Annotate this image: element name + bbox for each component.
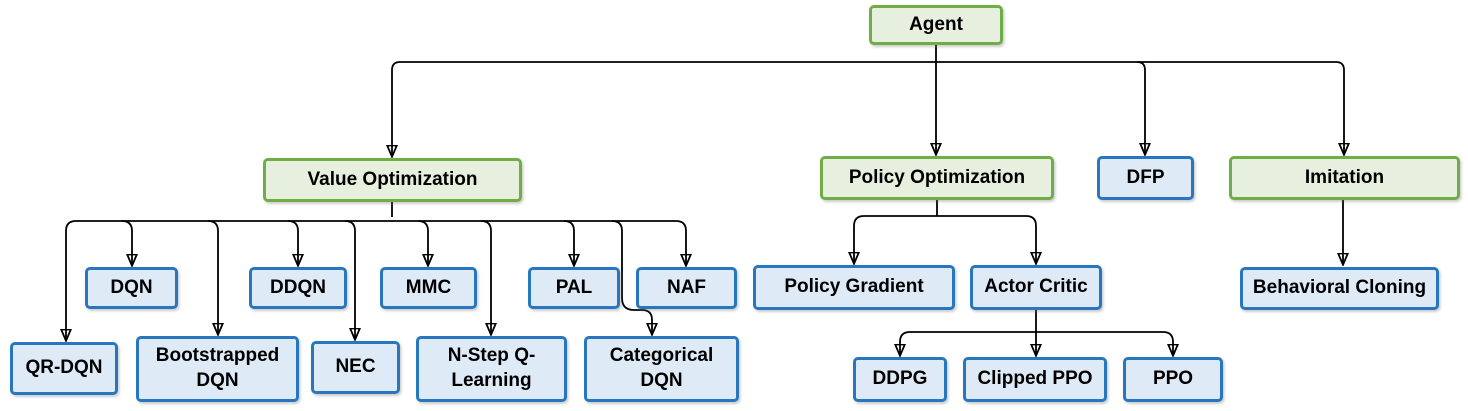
- node-mmc: MMC: [380, 267, 477, 309]
- node-clipped-ppo-label: Clipped PPO: [977, 368, 1093, 390]
- edge-value-optimization-to-mmc: [417, 220, 428, 265]
- node-imitation-label: Imitation: [1304, 166, 1385, 188]
- node-imitation: Imitation: [1229, 156, 1460, 200]
- node-behavioral-cloning: Behavioral Cloning: [1240, 267, 1439, 310]
- edge-value-optimization-to-categorical-dqn: [611, 220, 652, 334]
- edge-value-optimization-to-bootstrapped-dqn: [207, 220, 218, 334]
- node-ddpg: DDPG: [853, 357, 947, 402]
- node-value-optimization-label: Value Optimization: [307, 168, 478, 190]
- node-policy-optimization-label: Policy Optimization: [848, 166, 1026, 188]
- edge-value-optimization-to-dqn: [121, 220, 132, 265]
- edge-agent-to-dfp: [1136, 61, 1145, 154]
- edge-value-optimization-to-n-step-q-learning: [480, 220, 491, 334]
- node-ddqn-label: DDQN: [270, 276, 326, 298]
- node-dqn-label: DQN: [110, 276, 153, 298]
- node-categorical-dqn: Categorical DQN: [584, 336, 739, 402]
- node-mmc-label: MMC: [405, 276, 452, 298]
- edge-value-optimization-to-ddqn: [287, 220, 298, 265]
- node-dqn: DQN: [85, 267, 178, 309]
- node-agent: Agent: [869, 5, 1003, 45]
- edge-agent-trunk-rail: [391, 61, 1345, 71]
- node-nec: NEC: [311, 341, 400, 394]
- node-ddqn: DDQN: [249, 267, 347, 309]
- node-actor-critic: Actor Critic: [970, 265, 1102, 310]
- node-dfp-label: DFP: [1126, 166, 1165, 188]
- node-qr-dqn: QR-DQN: [10, 342, 118, 395]
- node-actor-critic-label: Actor Critic: [984, 276, 1088, 298]
- node-bootstrapped-dqn: Bootstrapped DQN: [136, 336, 299, 402]
- node-n-step-q-learning-label: N-Step Q-Learning: [447, 345, 536, 391]
- node-n-step-q-learning: N-Step Q-Learning: [416, 336, 567, 402]
- node-categorical-dqn-label: Categorical DQN: [609, 345, 714, 391]
- node-pal-label: PAL: [555, 276, 593, 298]
- node-naf-label: NAF: [666, 276, 707, 298]
- node-clipped-ppo: Clipped PPO: [963, 357, 1107, 402]
- node-ppo: PPO: [1123, 357, 1223, 402]
- node-nec-label: NEC: [335, 356, 376, 378]
- node-qr-dqn-label: QR-DQN: [25, 357, 103, 379]
- node-bootstrapped-dqn-label: Bootstrapped DQN: [155, 345, 280, 391]
- edge-policy-optimization-rail: [853, 215, 1037, 227]
- node-policy-gradient: Policy Gradient: [753, 265, 955, 310]
- node-ddpg-label: DDPG: [872, 368, 928, 390]
- edge-value-optimization-to-nec: [344, 220, 355, 339]
- node-policy-optimization: Policy Optimization: [820, 156, 1054, 200]
- node-behavioral-cloning-label: Behavioral Cloning: [1252, 277, 1427, 299]
- node-naf: NAF: [636, 267, 737, 309]
- edge-value-optimization-rail-to-naf: [65, 220, 686, 265]
- edge-value-optimization-to-pal: [563, 220, 574, 265]
- node-value-optimization: Value Optimization: [263, 158, 522, 202]
- node-ppo-label: PPO: [1152, 368, 1194, 390]
- node-agent-label: Agent: [909, 13, 963, 35]
- node-pal: PAL: [528, 267, 620, 309]
- node-dfp: DFP: [1097, 156, 1194, 200]
- node-policy-gradient-label: Policy Gradient: [784, 276, 924, 298]
